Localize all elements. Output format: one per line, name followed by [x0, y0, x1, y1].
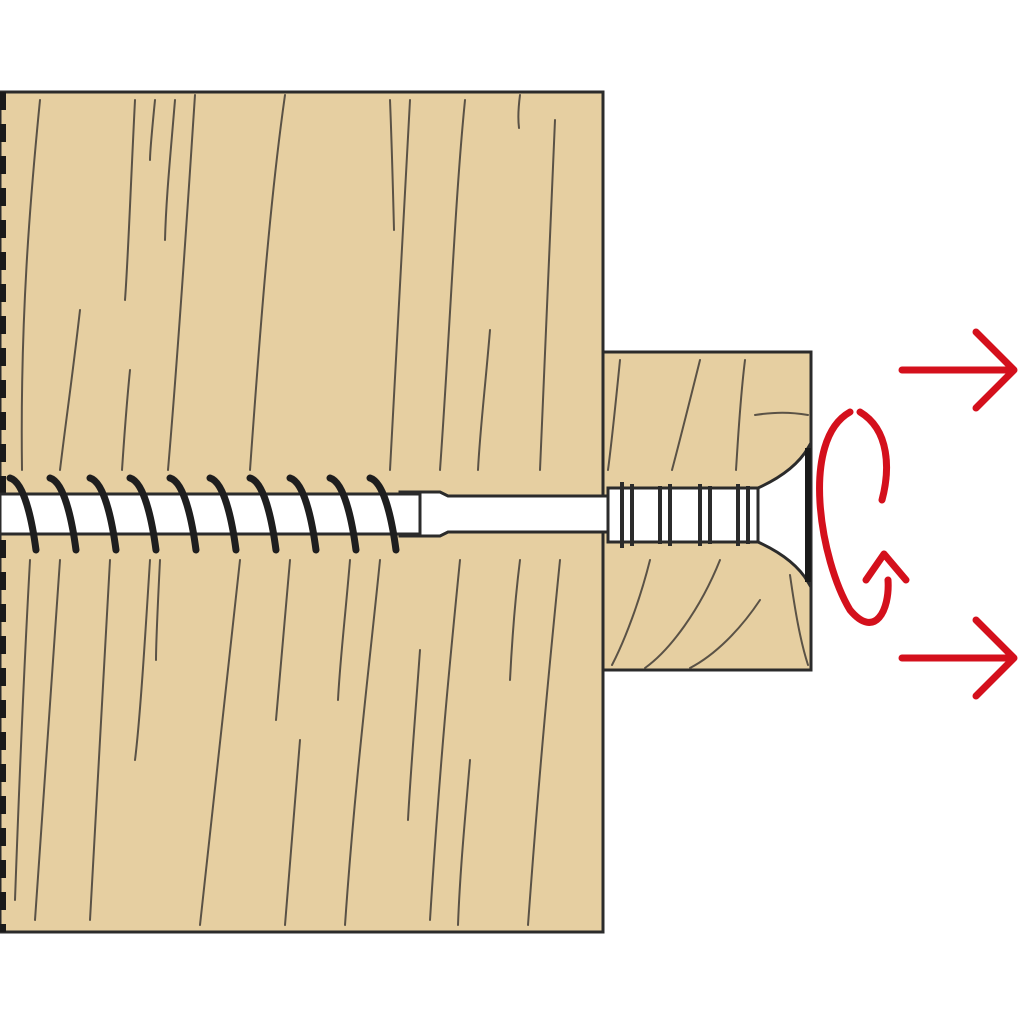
screw-neck-ribs	[620, 482, 750, 548]
screw-thread	[326, 474, 360, 554]
right-arrow-icon	[898, 328, 1018, 412]
screw-thread	[46, 474, 80, 554]
pull-arrow-bottom	[898, 616, 1018, 700]
screw-thread	[6, 474, 40, 554]
screw-thread	[86, 474, 120, 554]
screw	[0, 442, 811, 588]
screw-thread	[126, 474, 160, 554]
screw-shank	[398, 490, 614, 538]
base-beam-grain	[14, 94, 561, 926]
screw-thread	[246, 474, 280, 554]
pull-arrow-top	[898, 328, 1018, 412]
clamped-board-grain	[607, 359, 809, 669]
screw-thread	[286, 474, 320, 554]
screw-thread	[166, 474, 200, 554]
right-arrow-icon	[898, 616, 1018, 700]
screw-thread	[366, 474, 400, 554]
screw-thread	[206, 474, 240, 554]
screw-threads	[6, 474, 400, 554]
rotation-arrow-icon	[816, 408, 910, 626]
